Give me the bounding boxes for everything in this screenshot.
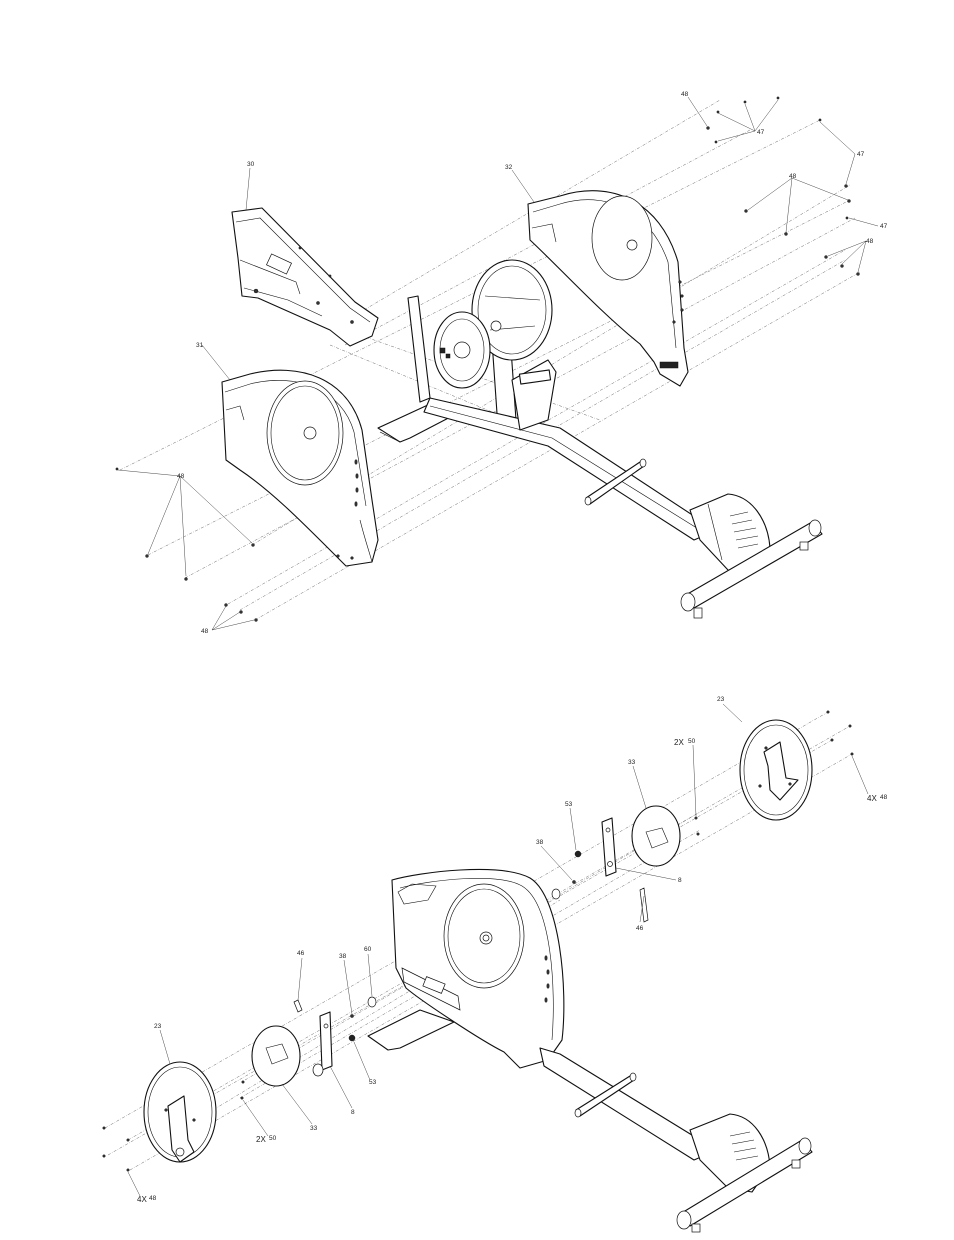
callout-qty-2x: 2X	[674, 738, 684, 747]
callout-33: 33	[310, 1125, 318, 1132]
callout-33: 33	[628, 759, 636, 766]
part-30-left-inner-shroud	[231, 207, 379, 347]
callout-48: 48	[149, 1195, 157, 1202]
callout-32: 32	[505, 164, 513, 171]
callout-38: 38	[339, 953, 347, 960]
callout-46: 46	[636, 925, 644, 932]
leader-lines-top	[117, 96, 879, 631]
callout-labels-top: 48 47 47 47 48 48 30 32 31 48 48	[177, 91, 888, 635]
callout-47: 47	[880, 223, 888, 230]
callout-50: 50	[269, 1135, 277, 1142]
callout-50: 50	[688, 738, 696, 745]
assembled-cover-body	[367, 868, 813, 1233]
callout-31: 31	[196, 342, 204, 349]
part-32-right-inner-shroud	[527, 190, 689, 387]
part-31-left-outer-cover	[221, 369, 379, 567]
callout-48: 48	[681, 91, 689, 98]
callout-30: 30	[247, 161, 255, 168]
callout-23: 23	[717, 696, 725, 703]
top-exploded-view: 48 47 47 47 48 48 30 32 31 48 48	[115, 91, 888, 635]
callout-8: 8	[678, 877, 682, 884]
callout-46: 46	[297, 950, 305, 957]
callout-48: 48	[177, 473, 185, 480]
bottom-exploded-view: 23 2X 50 33 4X 48 53 38 8 46 46 38 60 23…	[102, 696, 888, 1233]
callout-38: 38	[536, 839, 544, 846]
callout-8: 8	[351, 1109, 355, 1116]
callout-53: 53	[565, 801, 573, 808]
callout-qty-2x: 2X	[256, 1135, 266, 1144]
callout-qty-4x: 4X	[867, 794, 877, 803]
callout-60: 60	[364, 946, 372, 953]
stabilizer-slots	[729, 511, 759, 549]
callout-53: 53	[369, 1079, 377, 1086]
callout-48: 48	[880, 794, 888, 801]
callout-labels-bottom: 23 2X 50 33 4X 48 53 38 8 46 46 38 60 23…	[137, 696, 888, 1204]
leader-lines-bottom	[127, 703, 869, 1197]
callout-qty-4x: 4X	[137, 1195, 147, 1204]
callout-48: 48	[201, 628, 209, 635]
callout-48: 48	[789, 173, 797, 180]
fasteners-top	[115, 96, 860, 622]
callout-48: 48	[866, 238, 874, 245]
right-crank-parts	[551, 710, 854, 923]
callout-23: 23	[154, 1023, 162, 1030]
callout-47: 47	[857, 151, 865, 158]
frame-assembly-top	[377, 259, 823, 619]
left-crank-parts	[102, 996, 377, 1172]
callout-47: 47	[757, 129, 765, 136]
stabilizer-slots-bottom	[729, 1131, 759, 1161]
